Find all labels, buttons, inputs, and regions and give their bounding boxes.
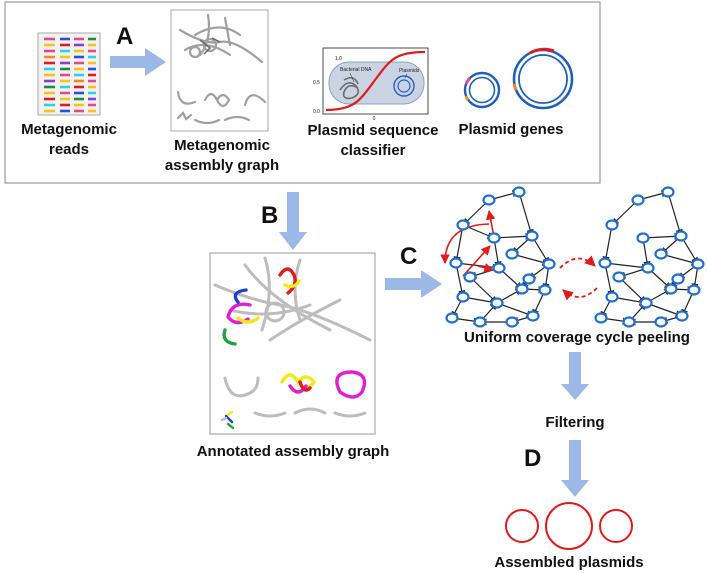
reads-label-line1: Metagenomic	[21, 121, 117, 138]
plasmid-genes-icon	[463, 47, 574, 110]
step-b-label: B	[261, 202, 278, 229]
step-c-label: C	[400, 243, 417, 270]
assembled-plasmids-icon	[505, 502, 633, 550]
plasmid-classifier-icon: 1.0 0.5 0.0 0 Bacterial DNA Plasmids	[313, 47, 429, 122]
directed-graph-before	[440, 186, 556, 328]
bacterial-dna-label: Bacterial DNA	[340, 67, 372, 73]
annotated-graph-label: Annotated assembly graph	[197, 443, 390, 460]
arrow-d	[561, 440, 589, 497]
reads-label-line2: reads	[49, 141, 89, 158]
step-a-label: A	[116, 23, 133, 50]
tick-y-top: 1.0	[335, 56, 342, 62]
plasmids-inset-label: Plasmids	[399, 68, 420, 74]
tick-x-zero: 0	[373, 116, 376, 122]
top-panel-frame	[4, 1, 601, 184]
arrow-b	[279, 192, 307, 250]
filtering-label: Filtering	[545, 414, 604, 431]
classifier-label-line2: classifier	[340, 142, 405, 159]
annotated-assembly-graph-icon	[209, 252, 376, 435]
tick-y-bottom: 0.0	[313, 109, 320, 115]
tick-y-mid: 0.5	[313, 80, 320, 86]
peeling-exchange-arrows	[559, 255, 598, 301]
arrow-a	[110, 48, 166, 76]
assembled-plasmids-label: Assembled plasmids	[494, 554, 643, 571]
assembly-graph-label-line1: Metagenomic	[174, 137, 270, 154]
classifier-label-line1: Plasmid sequence	[308, 122, 439, 139]
metagenomic-reads-icon	[37, 32, 101, 116]
step-d-label: D	[524, 445, 541, 472]
assembly-graph-label-line2: assembly graph	[165, 157, 279, 174]
arrow-to-filtering	[561, 352, 589, 400]
peeling-label: Uniform coverage cycle peeling	[464, 329, 690, 346]
arrow-c	[385, 270, 442, 298]
directed-graph-after	[594, 186, 705, 328]
plasmid-genes-label: Plasmid genes	[458, 121, 563, 138]
metagenomic-assembly-graph-icon	[170, 9, 269, 132]
